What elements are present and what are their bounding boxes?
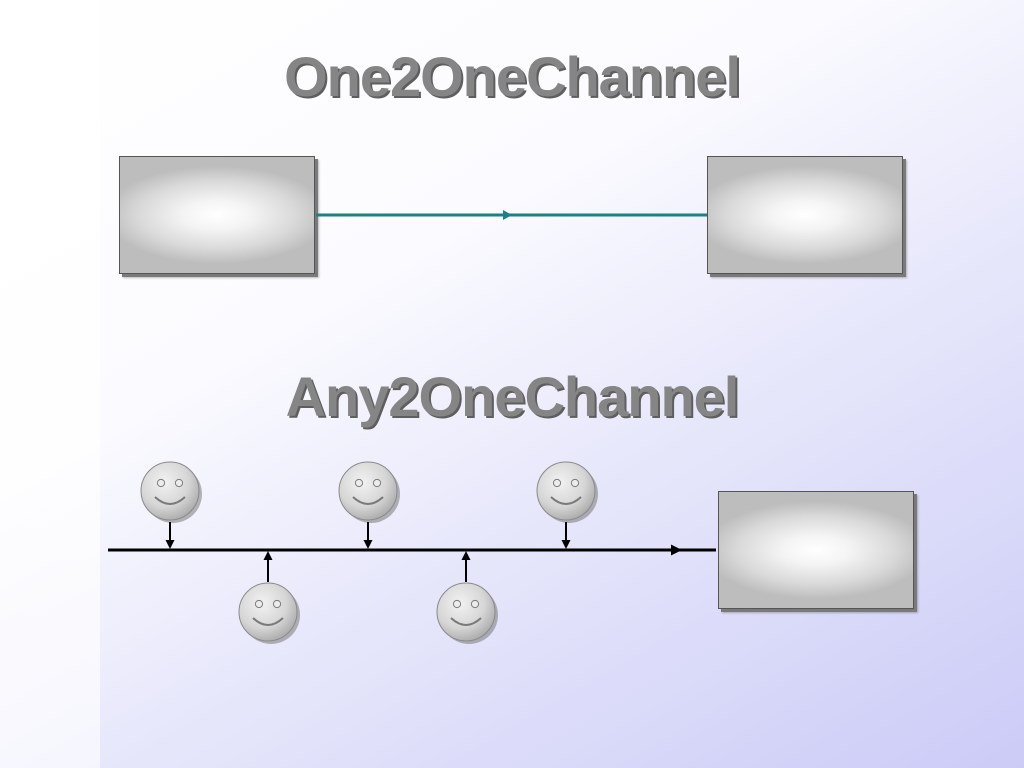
background-strip [0, 0, 100, 768]
writer-bottom-1 [238, 551, 301, 645]
one2one-channel-line [316, 210, 707, 220]
smiley-face-icon [536, 461, 599, 524]
sender-process-box [119, 156, 315, 274]
smiley-face-icon [338, 461, 401, 524]
smiley-face-icon [436, 582, 499, 645]
any2one-channel-line [108, 544, 716, 556]
writer-bottom-2 [436, 551, 499, 645]
writer-top-1 [140, 461, 203, 549]
title-one2one-channel: One2OneChannel [284, 45, 741, 108]
smiley-face-icon [238, 582, 301, 645]
any2one-receiver-process-box [718, 491, 914, 609]
receiver-process-box [707, 156, 903, 274]
channel-arrow-icon [503, 210, 512, 220]
title-any2one-channel: Any2OneChannel [285, 365, 740, 428]
writer-top-3 [536, 461, 599, 549]
writer-top-2 [338, 461, 401, 549]
channel-arrow-icon [671, 544, 682, 556]
smiley-face-icon [140, 461, 203, 524]
